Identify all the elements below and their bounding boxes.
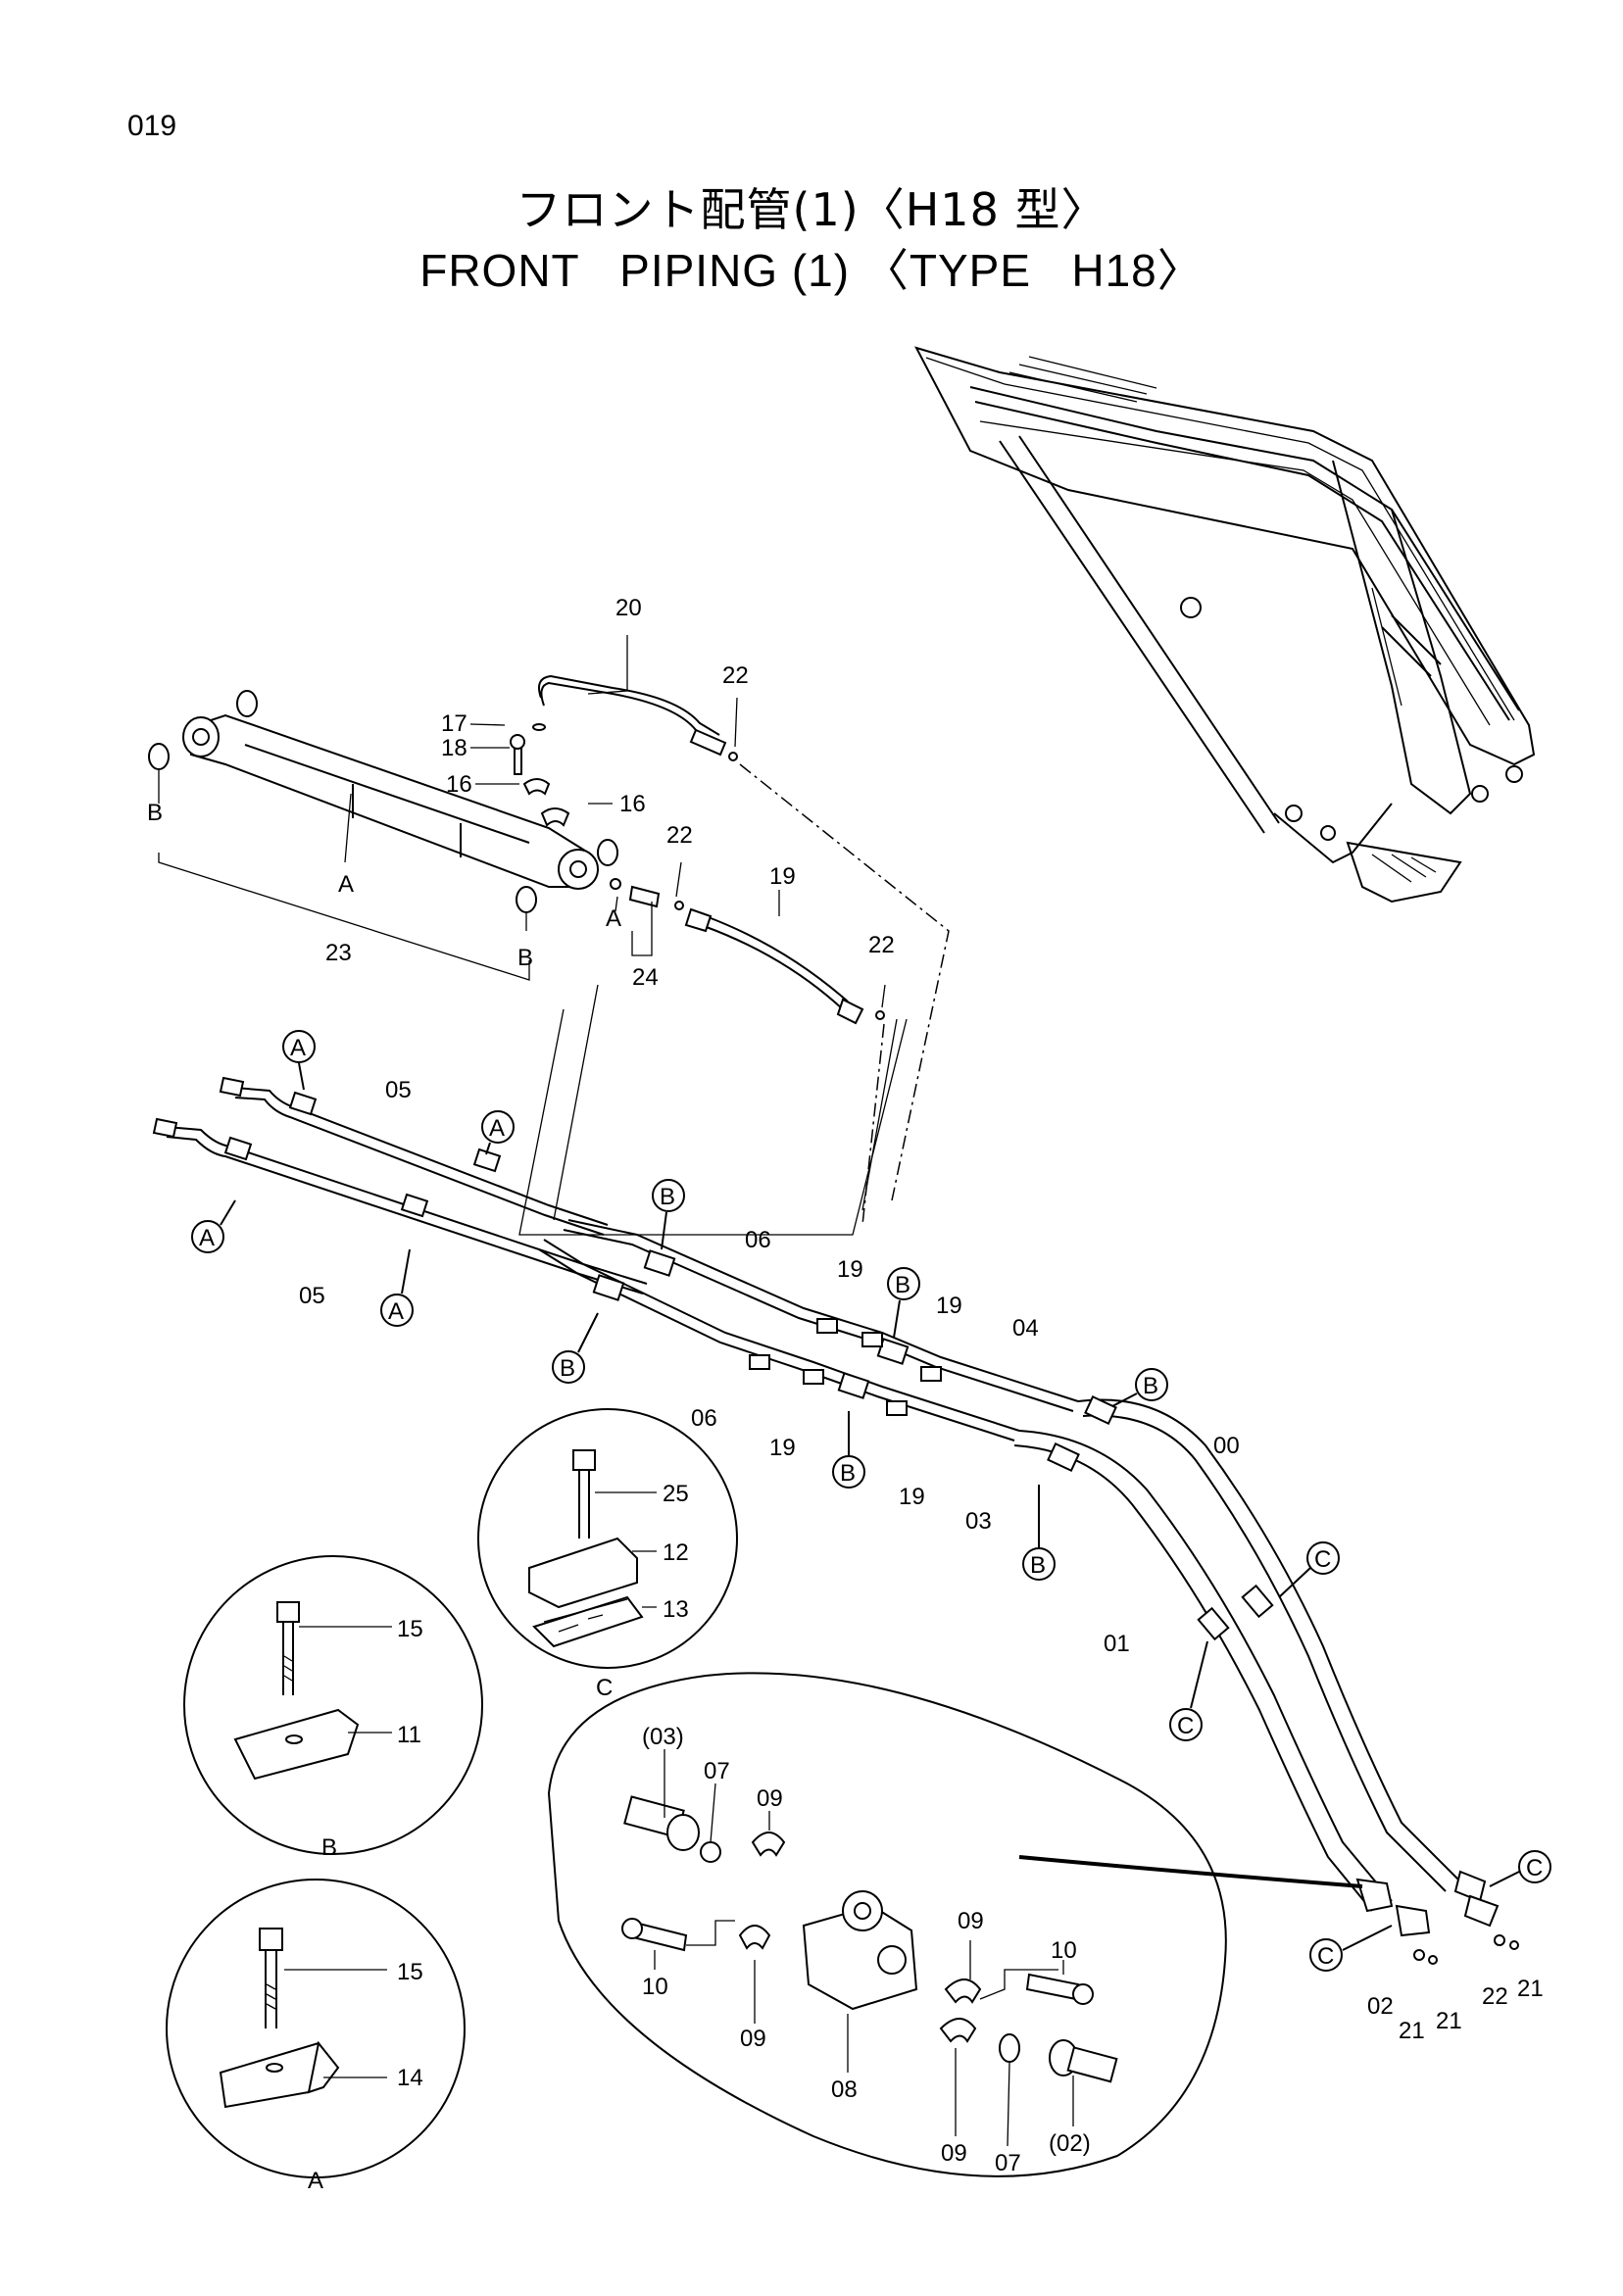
svg-text:A: A [290,1035,306,1061]
callout-12: 12 [663,1539,689,1566]
cylinder-assembly [148,690,618,981]
detail-valve [547,1672,1363,2177]
callout-05: 05 [299,1283,325,1309]
callout-10: 10 [1051,1937,1077,1964]
callout-a: A [338,871,354,898]
callout-11: 11 [397,1722,421,1748]
callout-01: 01 [1104,1631,1130,1657]
callout-b: B [517,945,533,971]
callout-19: 19 [899,1484,925,1510]
callout-19: 19 [837,1256,863,1283]
callout-23: 23 [325,940,352,966]
svg-text:B: B [840,1460,856,1487]
callout-10: 10 [642,1974,668,2000]
callout-21: 21 [1517,1976,1544,2002]
callout-13: 13 [663,1596,689,1623]
callout-a: A [606,905,621,932]
svg-text:C: C [1177,1713,1194,1739]
callout-22: 22 [666,822,693,849]
svg-text:A: A [388,1298,404,1325]
callout-14: 14 [397,2065,423,2091]
svg-text:B: B [660,1184,675,1210]
callout-17: 17 [441,710,467,737]
svg-text:B: B [1143,1373,1158,1399]
svg-text:A: A [489,1115,505,1142]
callout-09: 09 [941,2140,967,2167]
callout-04: 04 [1012,1315,1039,1342]
callout-19: 19 [769,1435,796,1461]
ref-marker-b: B B B B B B [552,1179,1168,1581]
callout-06: 06 [691,1405,717,1432]
svg-text:C: C [1317,1943,1334,1970]
page-number: 019 [127,110,177,142]
callout-03p: (03) [642,1724,684,1750]
callout-09: 09 [958,1908,984,1934]
callout-19: 19 [936,1293,962,1319]
callout-03: 03 [965,1508,992,1535]
callout-18: 18 [441,735,467,761]
callout-25: 25 [663,1481,689,1507]
callout-19: 19 [769,863,796,890]
callout-22: 22 [868,932,895,958]
callout-15: 15 [397,1616,423,1642]
svg-text:B: B [895,1272,910,1298]
callout-07: 07 [995,2150,1021,2176]
callout-16: 16 [446,771,472,798]
ref-marker-a: A A A A [191,1030,515,1327]
svg-text:B: B [560,1355,575,1382]
detail-c [477,1408,738,1669]
detail-label-b: B [321,1834,337,1861]
callout-02: 02 [1367,1993,1394,2020]
callout-22: 22 [1482,1983,1508,2010]
callout-00: 00 [1213,1433,1240,1459]
part-callouts: 20 22 17 18 16 16 B 22 19 A A 23 B 24 22… [147,595,1544,2194]
title-english: FRONT PIPING (1) 〈TYPE H18〉 [419,245,1204,296]
title-japanese: フロント配管(1)〈H18 型〉 [516,183,1107,236]
upper-pipes [469,635,950,1226]
svg-text:A: A [199,1225,215,1251]
reference-markers: A A A A B B B B B B C C [191,1030,1551,1972]
callout-24: 24 [632,964,659,991]
callout-08: 08 [831,2076,858,2103]
svg-text:C: C [1314,1546,1331,1573]
callout-15: 15 [397,1959,423,1985]
callout-02p: (02) [1049,2130,1091,2157]
detail-b [183,1555,483,1855]
detail-a [166,1879,466,2178]
callout-05: 05 [385,1077,412,1103]
callout-16: 16 [619,791,646,817]
callout-07: 07 [704,1758,730,1784]
callout-22: 22 [722,662,749,689]
detail-label-c: C [596,1675,613,1701]
ref-marker-c: C C C C [1169,1541,1551,1972]
callout-09: 09 [757,1785,783,1812]
detail-label-a: A [308,2168,323,2194]
main-pipe-bundle [152,984,1519,1965]
callout-21: 21 [1436,2008,1462,2034]
callout-06: 06 [745,1227,771,1253]
svg-text:C: C [1526,1855,1543,1881]
svg-text:B: B [1030,1552,1046,1579]
callout-09: 09 [740,2026,766,2052]
excavator-front-overview [914,346,1536,904]
callout-20: 20 [615,595,642,621]
callout-21: 21 [1399,2018,1425,2044]
callout-b: B [147,800,163,826]
